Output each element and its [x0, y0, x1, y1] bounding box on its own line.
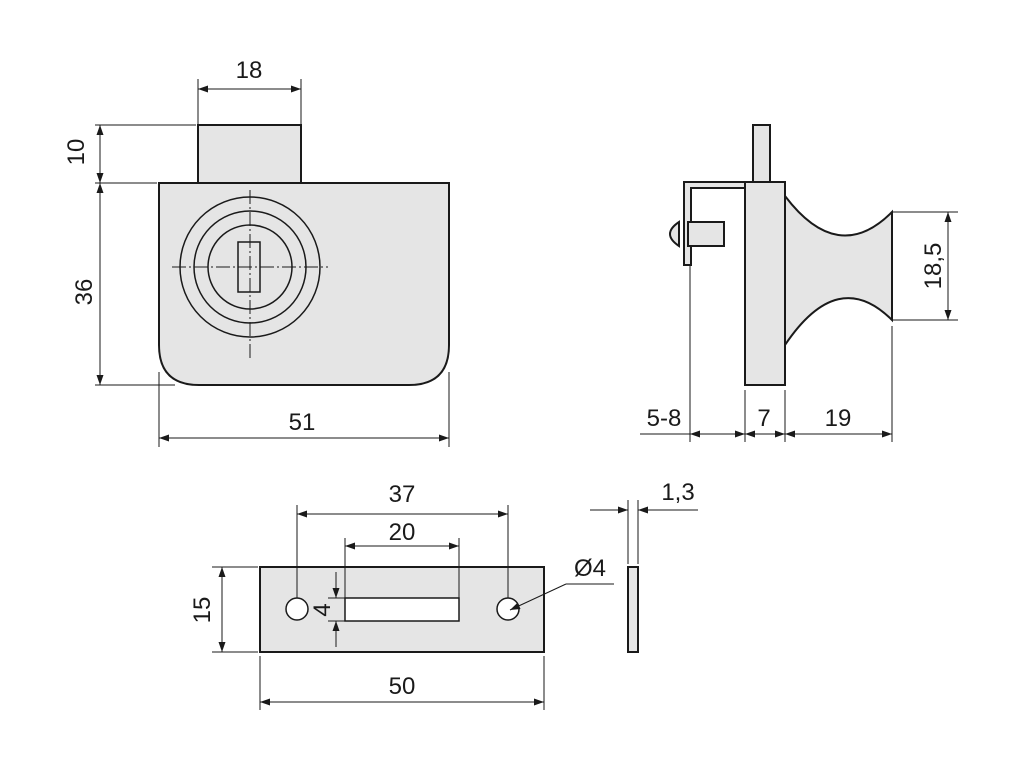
- dim-tongue-width-label: 18: [236, 57, 263, 84]
- front-view: 18 10 36 51: [63, 57, 450, 447]
- side-view: 18,5 5-8 7 19: [640, 124, 958, 442]
- dim-knob-length: 19: [785, 405, 892, 438]
- dim-slot-length: 20: [344, 519, 460, 598]
- dim-plate-height-label: 15: [189, 597, 216, 624]
- dim-knob-diameter: 18,5: [892, 211, 958, 321]
- dim-knob-diameter-label: 18,5: [920, 243, 947, 290]
- dim-door-thickness: 5-8: [640, 405, 745, 438]
- dim-body-height: 36: [71, 183, 175, 386]
- dim-door-thickness-label: 5-8: [647, 405, 682, 432]
- dim-hole-spacing-label: 37: [389, 481, 416, 508]
- mounting-hole-left: [285, 597, 309, 621]
- dim-plate-width-label: 50: [389, 673, 416, 700]
- dim-slot-length-label: 20: [389, 519, 416, 546]
- dim-plate-width: 50: [259, 656, 545, 710]
- dim-plate-thickness-label: 7: [757, 405, 770, 432]
- dim-body-width-label: 51: [289, 409, 316, 436]
- mounting-hole-right: [496, 597, 520, 621]
- strike-plate-edge: [627, 566, 639, 653]
- dim-tongue-height-label: 10: [63, 139, 90, 166]
- dim-knob-length-label: 19: [825, 405, 852, 432]
- screw-head: [669, 220, 680, 248]
- cylinder-plate: [744, 181, 786, 386]
- dim-body-height-label: 36: [71, 279, 98, 306]
- lock-tongue: [197, 124, 302, 184]
- strike-plate-view: 37 20 4 15 50: [189, 479, 698, 710]
- screw-shank: [687, 221, 725, 247]
- dim-tongue-height: 10: [63, 124, 196, 184]
- latch-pin: [752, 124, 771, 186]
- dim-plate-height: 15: [189, 566, 258, 653]
- dim-hole-diameter-label: Ø4: [574, 555, 606, 582]
- dim-slot-height: 4: [309, 572, 345, 647]
- dim-slot-height-label: 4: [309, 603, 336, 616]
- dim-hole-diameter: Ø4: [509, 555, 614, 611]
- dim-body-width: 51: [158, 372, 450, 447]
- dim-plate-thickness: 7: [745, 405, 785, 438]
- key-cylinder: [172, 190, 328, 358]
- dim-tongue-width: 18: [197, 57, 302, 125]
- dim-hole-spacing: 37: [296, 481, 509, 598]
- knob: [784, 193, 893, 349]
- strike-slot: [344, 597, 460, 622]
- dim-strike-thickness: 1,3: [590, 479, 698, 564]
- dim-strike-thickness-label: 1,3: [661, 479, 694, 506]
